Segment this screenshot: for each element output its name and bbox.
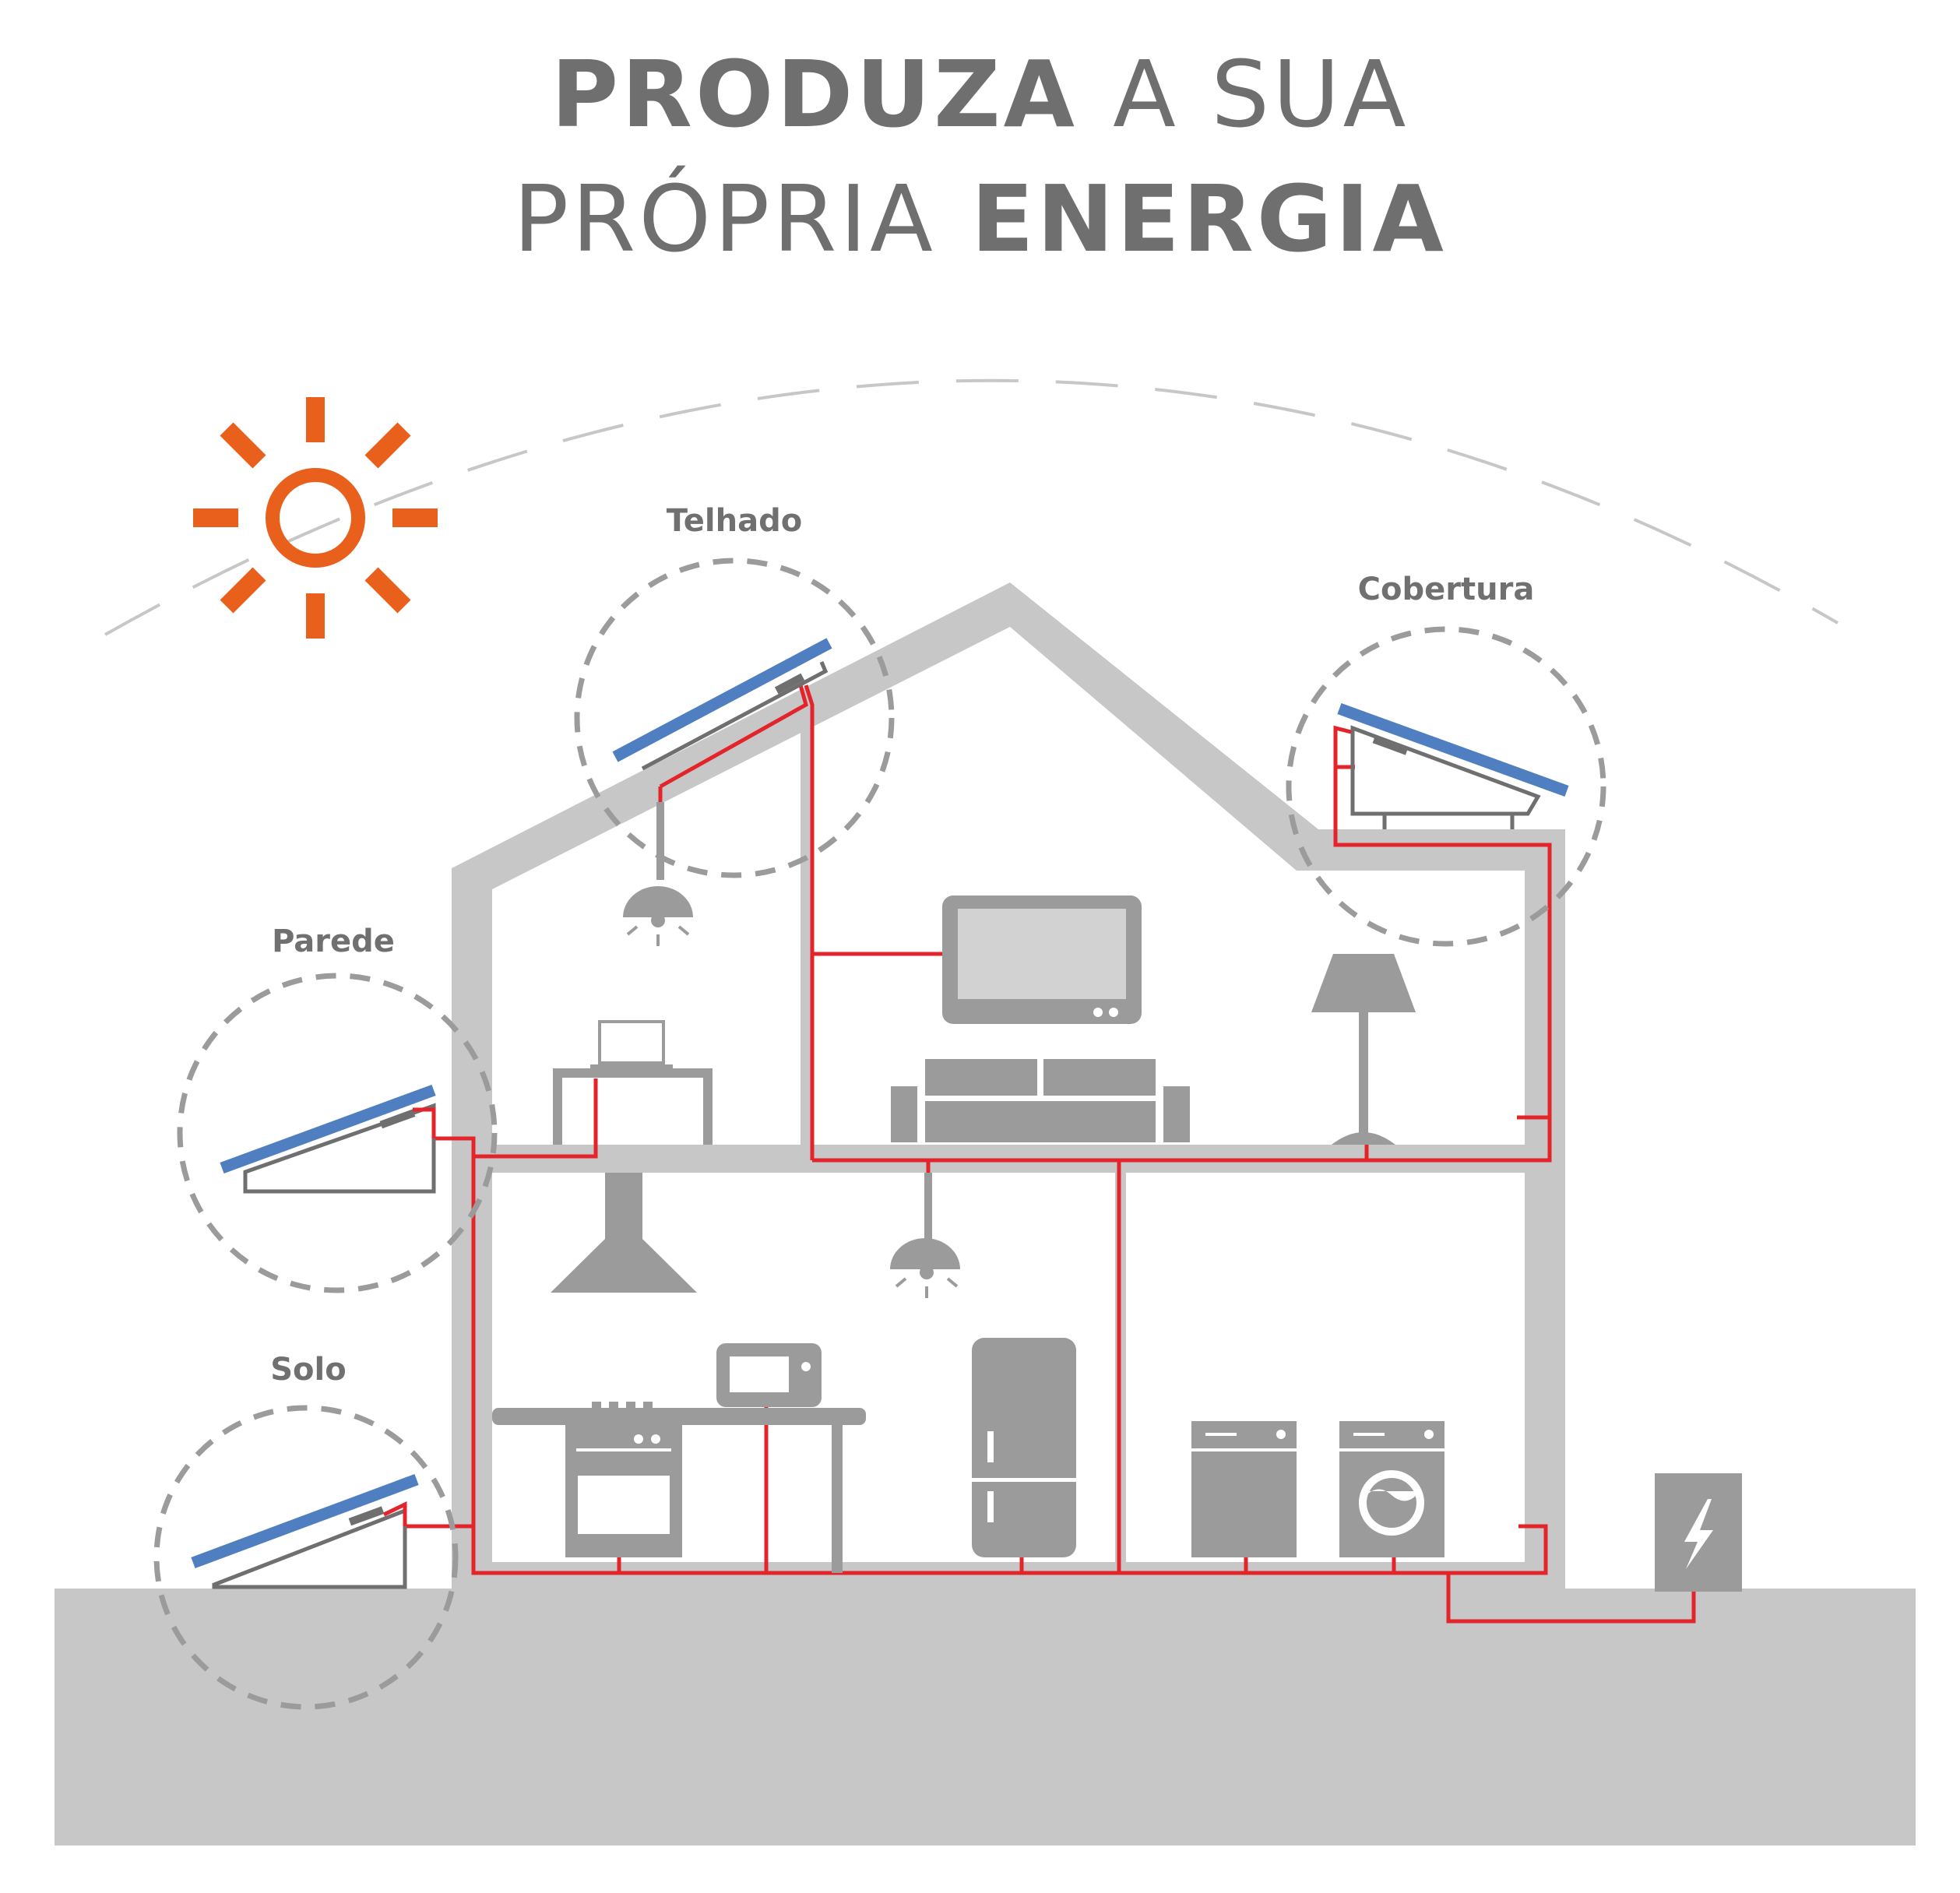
- range-hood-icon: [551, 1173, 697, 1293]
- title-line2-light: PRÓPRIA: [513, 165, 936, 273]
- fridge-icon: [972, 1338, 1076, 1557]
- solar-panel-icon: [612, 638, 832, 771]
- circle-roof: [574, 558, 895, 878]
- title-line-1: PRODUZA A SUA: [0, 48, 1960, 140]
- electric-meter: [1655, 1473, 1742, 1592]
- circle-wall: [177, 973, 498, 1293]
- circle-ground: [153, 1405, 459, 1710]
- washing-machine-icon: [1339, 1421, 1444, 1557]
- microwave-icon: [716, 1343, 822, 1407]
- electric-wiring: [405, 684, 1696, 1624]
- solar-panel-icon: [191, 1473, 419, 1589]
- appliances: [492, 802, 1742, 1592]
- title-line-2: PRÓPRIA ENERGIA: [0, 173, 1960, 265]
- kitchen-counter: [492, 1408, 866, 1573]
- solar-panel-icon: [1333, 702, 1569, 845]
- tv-icon: [942, 895, 1142, 1024]
- desk: [553, 1068, 713, 1145]
- title-line1-bold: PRODUZA: [551, 40, 1078, 148]
- label-roof: Telhado: [667, 503, 802, 539]
- circle-terrace: [1286, 626, 1606, 947]
- floor-lamp-icon: [1311, 954, 1416, 1145]
- ground: [55, 1589, 1916, 1845]
- detail-circles: [153, 558, 1606, 1710]
- label-ground: Solo: [270, 1352, 346, 1388]
- sofa-icon: [891, 1059, 1190, 1142]
- title-line1-light: A SUA: [1113, 40, 1409, 148]
- roof: [452, 582, 1565, 1145]
- label-wall: Parede: [272, 924, 395, 959]
- laptop-icon: [590, 1020, 673, 1070]
- right-wall: [1525, 829, 1565, 1589]
- solar-panel-icon: [220, 1084, 436, 1194]
- ceiling-lamp-icon: [890, 1173, 960, 1298]
- inner-wall-upper: [801, 724, 811, 1145]
- base-slab: [452, 1562, 1565, 1590]
- stove-icon: [565, 1402, 682, 1557]
- label-terrace: Cobertura: [1358, 572, 1535, 607]
- sun-path-arc: [104, 378, 1839, 636]
- title-line2-bold: ENERGIA: [970, 165, 1447, 273]
- ceiling-lamp-icon: [623, 802, 693, 946]
- dishwasher-icon: [1191, 1421, 1297, 1557]
- sun-icon: [193, 397, 438, 639]
- lightning-icon: [1684, 1499, 1713, 1569]
